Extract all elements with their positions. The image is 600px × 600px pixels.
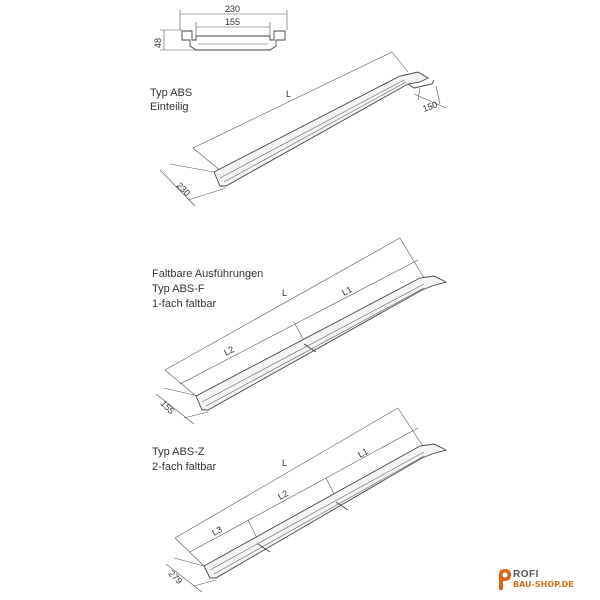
absf-dim-l2: L2: [222, 344, 236, 358]
absz-dim-l1: L1: [356, 446, 370, 460]
abs-subtitle: Einteilig: [150, 101, 189, 113]
absf-dim-l1: L1: [340, 284, 354, 298]
absz-title: Typ ABS-Z: [152, 446, 205, 458]
ramp-absf: L L1 L2 155: [155, 237, 448, 425]
abs-dim-end: 150: [421, 99, 439, 114]
abs-dim-width: 230: [175, 180, 193, 198]
absf-subtitle: 1-fach faltbar: [152, 298, 217, 310]
logo-line2: BAU-SHOP.DE: [513, 580, 574, 589]
absf-title: Typ ABS-F: [152, 283, 205, 295]
profi-logo: ROFI BAU-SHOP.DE: [497, 566, 597, 594]
absf-dim-length: L: [282, 288, 287, 298]
profile-width-inner: 155: [225, 17, 240, 27]
profile-height: 48: [153, 38, 163, 48]
absz-dim-l2: L2: [276, 488, 290, 502]
logo-line1: ROFI: [513, 569, 539, 580]
folding-heading: Faltbare Ausführungen: [152, 268, 264, 280]
absf-dim-width: 155: [159, 398, 177, 416]
profile-width-top: 230: [225, 4, 240, 14]
logo-mark-icon: [499, 569, 511, 590]
abs-dim-length: L: [286, 89, 291, 99]
absz-dim-l3: L3: [210, 524, 224, 538]
ramp-abs: L 230 150: [159, 51, 447, 207]
ramp-absz: L L1 L2 L3 279: [165, 407, 448, 593]
abs-title: Typ ABS: [150, 87, 193, 99]
absz-subtitle: 2-fach faltbar: [152, 461, 217, 473]
absz-dim-length: L: [282, 458, 287, 468]
profile-section: 230 155 48: [153, 4, 288, 51]
absz-dim-width: 279: [167, 568, 185, 586]
